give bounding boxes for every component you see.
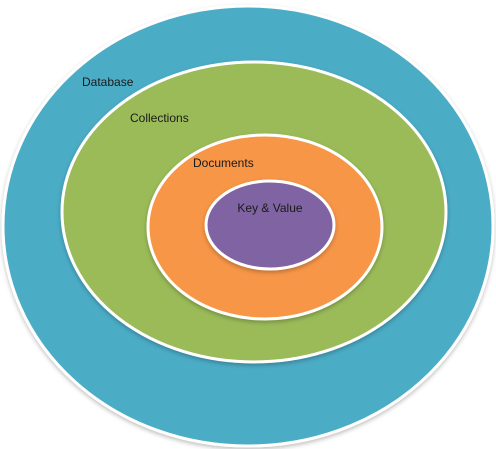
key-value-ellipse bbox=[204, 179, 336, 271]
key-value-label: Key & Value bbox=[237, 201, 302, 215]
database-label: Database bbox=[82, 75, 134, 89]
documents-label: Documents bbox=[193, 156, 254, 170]
collections-label: Collections bbox=[130, 111, 189, 125]
ring-key-value: Key & Value bbox=[204, 179, 336, 271]
